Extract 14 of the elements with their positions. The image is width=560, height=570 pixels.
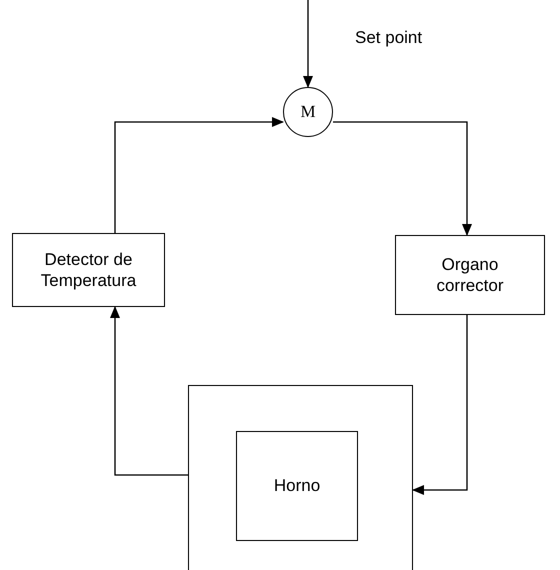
arrow	[114, 117, 284, 233]
node-label: M	[300, 101, 316, 123]
setpoint-label: Set point	[355, 27, 422, 49]
oven-box	[188, 385, 413, 570]
process-box	[12, 233, 165, 307]
process-box	[236, 431, 358, 541]
arrow	[303, 0, 313, 88]
node-label: Organo corrector	[435, 254, 505, 296]
node-label: Horno	[274, 475, 320, 497]
process-box	[395, 235, 545, 315]
arrow	[333, 121, 472, 236]
arrow	[412, 315, 468, 495]
node-label: Detector de Temperatura	[40, 248, 138, 292]
arrow	[110, 306, 188, 476]
